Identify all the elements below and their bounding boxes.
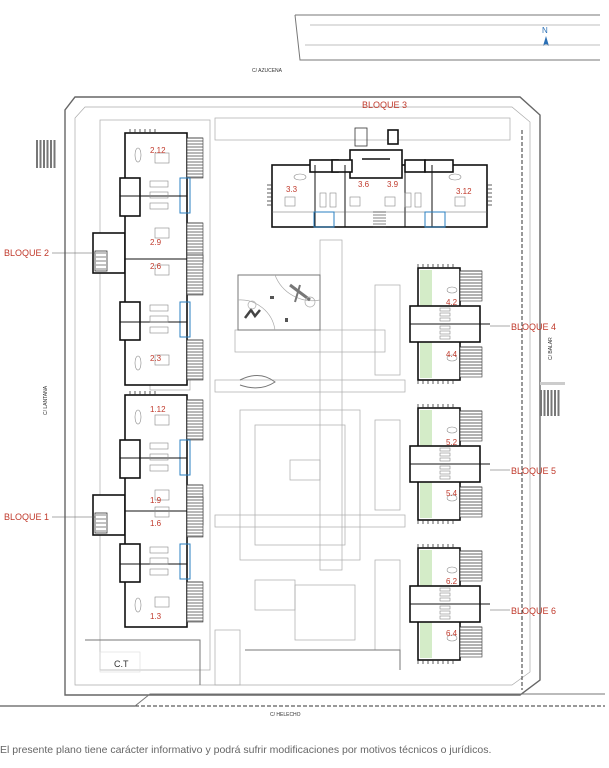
unit-label: 5.2 <box>446 438 458 447</box>
street-label-right: C/ BALAR <box>548 337 554 360</box>
pedestrian-crossings <box>36 140 565 416</box>
unit-label: 2.12 <box>150 146 166 155</box>
block-label-3: BLOQUE 3 <box>362 100 407 110</box>
site-boundary <box>64 96 541 696</box>
block-1-building <box>92 391 204 628</box>
block-4-building <box>409 264 490 384</box>
fountain <box>239 375 276 389</box>
north-arrow-icon: N <box>542 26 549 46</box>
street-label-bottom: C/ HELECHO <box>270 712 301 718</box>
unit-label: 3.6 <box>358 180 370 189</box>
block-label-5: BLOQUE 5 <box>511 466 556 476</box>
unit-label: 2.3 <box>150 354 162 363</box>
block-label-6: BLOQUE 6 <box>511 606 556 616</box>
block-5-building <box>409 404 490 524</box>
unit-label: 3.9 <box>387 180 399 189</box>
transformer-label: C.T <box>114 659 129 669</box>
unit-label: 1.3 <box>150 612 162 621</box>
street-label-left: C/ LANTANA <box>43 385 49 415</box>
unit-label: 2.6 <box>150 262 162 271</box>
unit-label: 3.3 <box>286 185 298 194</box>
block-3-building <box>267 127 492 228</box>
block-label-1: BLOQUE 1 <box>4 512 49 522</box>
disclaimer-text: El presente plano tiene carácter informa… <box>0 744 492 756</box>
block-6-building <box>409 544 490 664</box>
unit-label: 2.9 <box>150 238 162 247</box>
block-2-building <box>92 129 204 386</box>
unit-label: 1.6 <box>150 519 162 528</box>
unit-label: 4.2 <box>446 298 458 307</box>
block-label-2: BLOQUE 2 <box>4 248 49 258</box>
unit-label: 5.4 <box>446 489 458 498</box>
block-label-4: BLOQUE 4 <box>511 322 556 332</box>
bottom-road <box>0 693 605 707</box>
unit-label: 6.4 <box>446 629 458 638</box>
unit-label: 1.12 <box>150 405 166 414</box>
north-label: N <box>542 26 548 35</box>
playground <box>237 274 321 331</box>
unit-label: 3.12 <box>456 187 472 196</box>
unit-label: 6.2 <box>446 577 458 586</box>
unit-label: 1.9 <box>150 496 162 505</box>
street-label-top: C/ AZUCENA <box>252 68 283 74</box>
top-road <box>294 14 600 61</box>
unit-label: 4.4 <box>446 350 458 359</box>
